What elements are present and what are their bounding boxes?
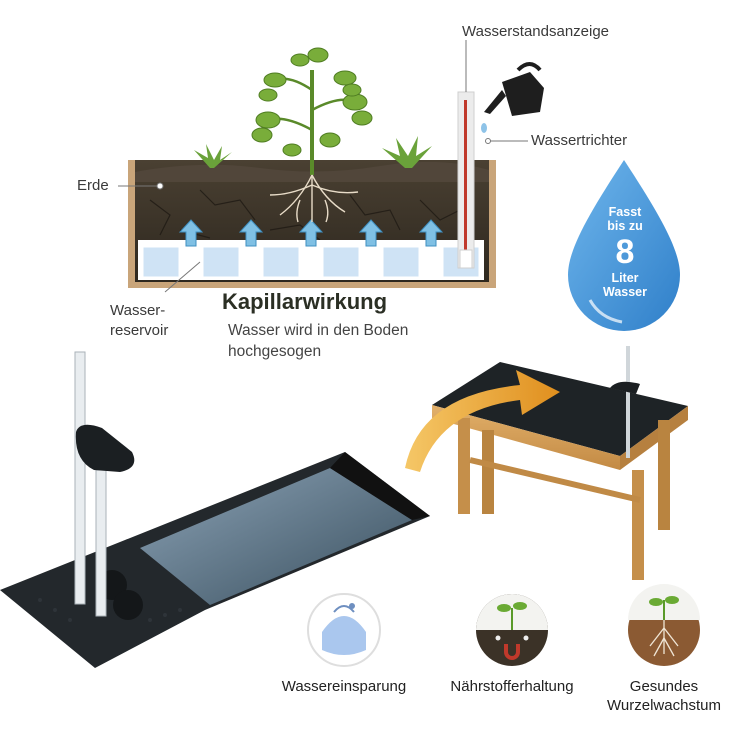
root-growth-icon <box>628 584 700 666</box>
water-reservoir-label-line2: reservoir <box>110 322 169 339</box>
capacity-line4: Wasser <box>602 285 647 299</box>
orange-arrow-icon <box>405 370 560 472</box>
water-level-indicator-label: Wasserstandsanzeige <box>462 23 610 40</box>
feature-root-growth-label-line2: Wurzelwachstum <box>607 697 721 714</box>
seedling-left-icon <box>194 144 232 168</box>
capacity-number: 8 <box>615 233 635 271</box>
nutrient-retention-icon <box>476 594 548 666</box>
capillary-arrow-icon <box>178 219 444 247</box>
capillary-description-line1: Wasser wird in den Boden <box>228 322 409 339</box>
feature-root-growth-label: Gesundes Wurzelwachstum <box>589 677 736 715</box>
capacity-line3: Liter <box>611 271 639 285</box>
tomato-plant-icon <box>251 47 373 223</box>
water-drop-icon <box>568 160 680 331</box>
seedling-right-icon <box>382 136 432 168</box>
capillary-description-line2: hochgesogen <box>228 343 322 360</box>
feature-root-growth-label-line1: Gesundes <box>629 678 699 695</box>
capacity-line2: bis zu <box>607 219 643 233</box>
capacity-line1: Fasst <box>608 205 642 219</box>
capacity-badge: Fasst bis zu 8 Liter Wasser <box>580 205 670 299</box>
capillary-description: Wasser wird in den Boden hochgesogen <box>228 320 488 362</box>
feature-nutrient-retention-label: Nährstofferhaltung <box>450 678 574 695</box>
water-saving-icon <box>307 593 381 667</box>
watering-can-icon <box>481 62 544 133</box>
water-funnel-label: Wassertrichter <box>531 132 628 149</box>
water-reservoir-label: Wasser- reservoir <box>110 301 168 341</box>
capillary-title: Kapillarwirkung <box>222 289 388 314</box>
soil-label: Erde <box>77 177 109 194</box>
water-reservoir-label-line1: Wasser- <box>110 302 166 319</box>
feature-water-saving-label: Wassereinsparung <box>281 678 407 695</box>
reservoir-tray-image <box>0 351 430 668</box>
raised-bed-table-image <box>432 346 688 580</box>
